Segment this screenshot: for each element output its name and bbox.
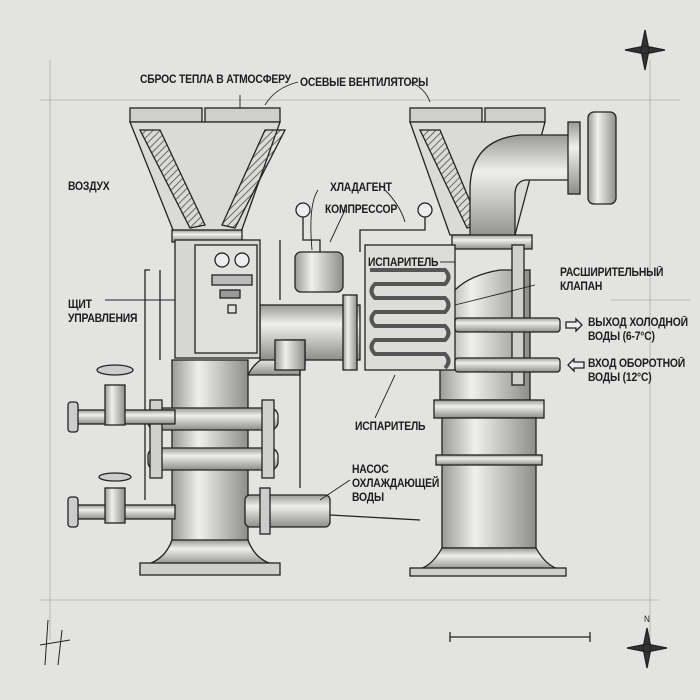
label-evaporator-bottom: ИСПАРИТЕЛЬ [355,421,426,433]
compressor [279,202,433,300]
compass-rose-bottom [626,627,668,669]
compass-rose-top [624,29,666,71]
label-expansion-valve: РАСШИРИТЕЛЬНЫЙ КЛАПАН [560,266,664,294]
water-pipes [454,317,585,373]
label-axial-fans: ОСЕВЫЕ ВЕНТИЛЯТОРЫ [300,77,429,89]
label-line: ОХЛАЖДАЮЩЕЙ [352,478,440,490]
valves [67,364,176,528]
label-line: НАСОС [352,464,389,476]
label-air: ВОЗДУХ [68,181,110,193]
label-line: ВХОД ОБОРОТНОЙ [588,358,686,370]
cooling-water-pump [244,339,421,535]
signature-mark [39,619,71,666]
label-refrigerant: ХЛАДАГЕНТ [330,182,392,194]
scale-bar [449,632,591,642]
heat-exchangers [144,269,279,500]
label-line: ВЫХОД ХОЛОДНОЙ [588,317,688,329]
evaporator-coil [364,244,456,371]
label-line: ВОДЫ [352,492,384,504]
leader-lines [105,81,536,501]
label-line: ЩИТ [68,299,92,311]
compass-north-label: N [644,614,650,624]
label-compressor: КОМПРЕССОР [325,204,398,216]
label-line: ВОДЫ (12°C) [588,372,652,384]
label-chilled-water-out: ВЫХОД ХОЛОДНОЙ ВОДЫ (6-7°C) [588,316,688,344]
label-return-water-in: ВХОД ОБОРОТНОЙ ВОДЫ (12°C) [588,357,685,385]
label-cooling-pump: НАСОС ОХЛАЖДАЮЩЕЙ ВОДЫ [352,463,439,505]
left-column [139,294,361,576]
label-control-panel: ЩИТ УПРАВЛЕНИЯ [68,298,137,326]
label-line: КЛАПАН [560,281,603,293]
control-panel [174,239,261,359]
label-heat-rejection: СБРОС ТЕПЛА В АТМОСФЕРУ [140,74,291,86]
left-condenser-hopper [129,107,287,243]
label-evaporator-top: ИСПАРИТЕЛЬ [368,257,439,269]
construction-lines [40,60,690,640]
label-line: УПРАВЛЕНИЯ [68,313,138,325]
label-line: РАСШИРИТЕЛЬНЫЙ [560,267,664,279]
label-line: ВОДЫ (6-7°C) [588,331,655,343]
